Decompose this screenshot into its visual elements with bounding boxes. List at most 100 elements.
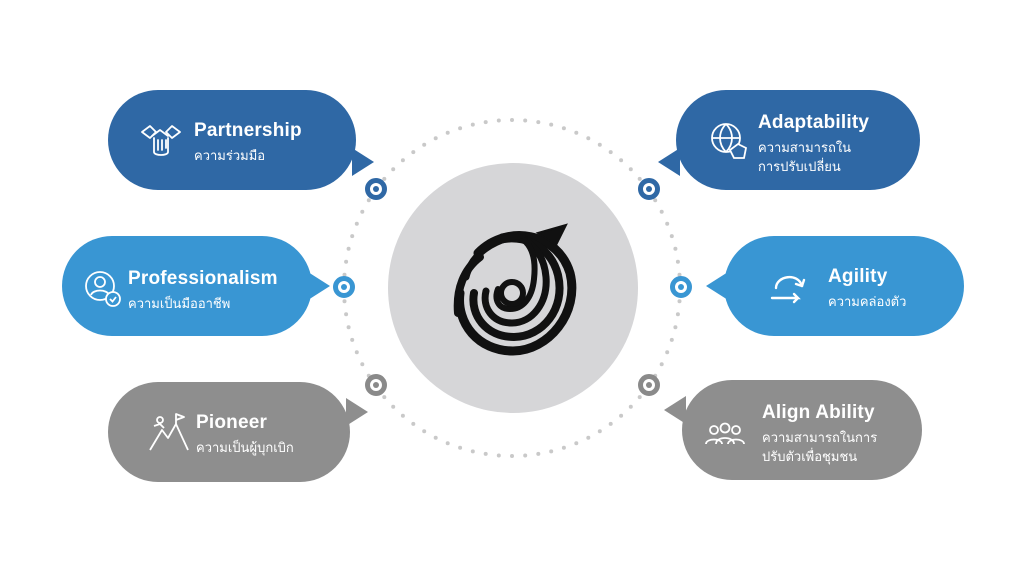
ring-dot	[637, 395, 642, 400]
ring-dot	[619, 158, 624, 163]
ring-node-pioneer	[365, 374, 387, 396]
ring-dot	[677, 299, 682, 304]
ring-dot	[586, 435, 591, 440]
ring-dot	[659, 362, 664, 367]
bubble-title: Partnership	[194, 120, 302, 141]
bubble-tail	[308, 272, 330, 300]
ring-dot	[411, 421, 416, 426]
ring-dot	[574, 130, 579, 135]
ring-dot	[523, 453, 528, 458]
bubble-tail	[346, 398, 368, 426]
ring-dot	[391, 167, 396, 172]
ring-dot	[400, 413, 405, 418]
professionalism-bubble: Professionalism ความเป็นมืออาชีพ	[62, 236, 330, 336]
globe-hand-icon	[708, 120, 750, 162]
bubble-tail	[352, 148, 374, 176]
ring-dot	[433, 136, 438, 141]
ring-dot	[496, 118, 501, 123]
pioneer-bubble: Pioneer ความเป็นผู้บุกเบิก	[108, 382, 368, 482]
ring-dot	[619, 413, 624, 418]
ring-dot	[360, 362, 365, 367]
bubble-subtitle: ความคล่องตัว	[828, 294, 907, 309]
ring-dot	[608, 421, 613, 426]
ring-dot	[549, 122, 554, 127]
ring-dot	[354, 221, 359, 226]
ring-dot	[445, 130, 450, 135]
ring-dot	[350, 337, 355, 342]
ring-dot	[366, 198, 371, 203]
ring-dot	[458, 445, 463, 450]
ring-dot	[549, 449, 554, 454]
ring-dot	[422, 429, 427, 434]
agility-bubble: Agility ความคล่องตัว	[706, 236, 964, 336]
ring-dot	[422, 142, 427, 147]
professional-badge-icon	[82, 268, 124, 310]
ring-dot	[510, 454, 514, 458]
ring-node-adaptability	[638, 178, 660, 200]
ring-dot	[673, 246, 678, 251]
center-disc	[388, 163, 638, 413]
ring-dot	[496, 453, 501, 458]
ring-node-agility	[670, 276, 692, 298]
ring-dot	[665, 350, 670, 355]
ring-dot	[360, 209, 365, 214]
ring-dot	[346, 325, 351, 330]
ring-dot	[536, 451, 541, 456]
ring-dot	[391, 404, 396, 409]
company-logo-icon	[438, 213, 588, 363]
bubble-tail	[706, 272, 728, 300]
ring-dot	[458, 126, 463, 131]
ring-dot	[483, 120, 488, 125]
ring-dot	[344, 259, 349, 264]
bubble-subtitle: ความสามารถใน การปรับเปลี่ยน	[758, 140, 852, 174]
agile-cycle-icon	[768, 266, 810, 308]
handshake-icon	[140, 118, 182, 160]
bubble-title: Pioneer	[196, 412, 268, 433]
bubble-subtitle: ความเป็นผู้บุกเบิก	[196, 440, 294, 455]
partnership-bubble: Partnership ความร่วมมือ	[108, 90, 374, 190]
ring-dot	[659, 209, 664, 214]
ring-dot	[523, 118, 528, 123]
ring-dot	[675, 312, 680, 317]
mountain-flag-icon	[148, 412, 190, 454]
ring-dot	[653, 198, 658, 203]
ring-dot	[561, 126, 566, 131]
ring-node-professionalism	[333, 276, 355, 298]
ring-dot	[561, 445, 566, 450]
ring-dot	[400, 158, 405, 163]
bubble-tail	[664, 396, 686, 424]
ring-dot	[574, 441, 579, 446]
ring-dot	[536, 120, 541, 125]
bubble-subtitle: ความร่วมมือ	[194, 148, 266, 163]
ring-dot	[350, 234, 355, 239]
ring-dot	[342, 299, 347, 304]
align-ability-bubble: Align Ability ความสามารถในการ ปรับตัวเพื…	[664, 380, 922, 480]
bubble-title: Adaptability	[758, 112, 870, 133]
ring-node-partnership	[365, 178, 387, 200]
bubble-subtitle: ความสามารถในการ ปรับตัวเพื่อชุมชน	[762, 430, 878, 464]
ring-dot	[675, 259, 680, 264]
bubble-tail	[658, 148, 680, 176]
bubble-title: Agility	[828, 266, 888, 287]
ring-dot	[342, 272, 347, 277]
ring-dot	[673, 325, 678, 330]
ring-dot	[382, 395, 387, 400]
ring-dot	[433, 435, 438, 440]
ring-dot	[470, 122, 475, 127]
bubble-title: Align Ability	[762, 402, 875, 423]
ring-dot	[411, 150, 416, 155]
bubble-title: Professionalism	[128, 268, 278, 289]
ring-dot	[665, 221, 670, 226]
ring-dot	[346, 246, 351, 251]
ring-dot	[445, 441, 450, 446]
ring-dot	[344, 312, 349, 317]
ring-dot	[677, 272, 682, 277]
ring-dot	[597, 142, 602, 147]
ring-dot	[628, 404, 633, 409]
ring-dot	[628, 167, 633, 172]
ring-dot	[354, 350, 359, 355]
ring-node-align-ability	[638, 374, 660, 396]
adaptability-bubble: Adaptability ความสามารถใน การปรับเปลี่ยน	[658, 90, 920, 190]
ring-dot	[510, 118, 514, 122]
